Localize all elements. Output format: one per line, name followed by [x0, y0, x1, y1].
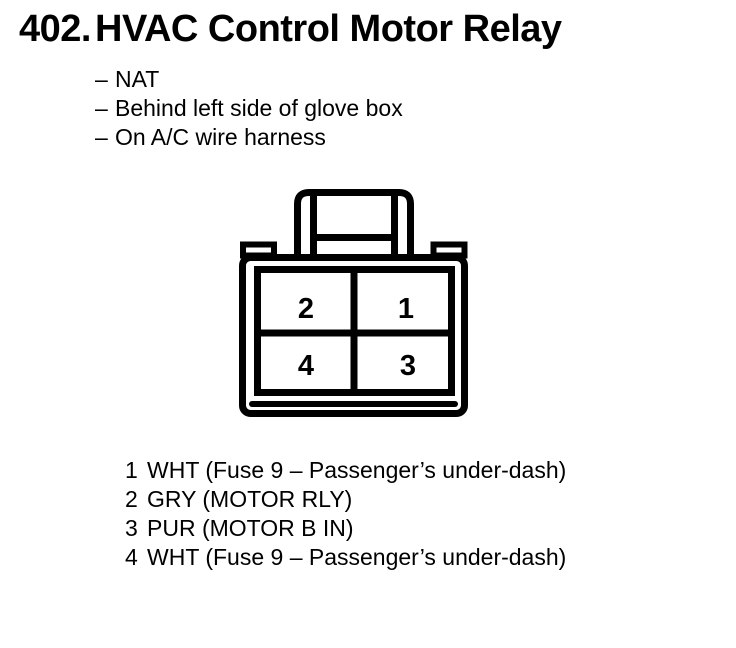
legend-pin-number: 3	[125, 515, 138, 541]
connector-tab-right	[430, 241, 468, 259]
legend-wire-label: PUR (MOTOR B IN)	[147, 515, 354, 541]
legend-wire-label: WHT (Fuse 9 – Passenger’s under-dash)	[147, 544, 567, 570]
pin-label-1: 1	[398, 293, 414, 325]
legend-row-2: 2 GRY (MOTOR RLY)	[125, 485, 566, 514]
note-item-color: – NAT	[95, 65, 403, 94]
note-text: Behind left side of glove box	[115, 95, 403, 121]
legend-pin-number: 2	[125, 486, 138, 512]
legend-row-3: 3 PUR (MOTOR B IN)	[125, 514, 566, 543]
legend-wire-label: GRY (MOTOR RLY)	[147, 486, 353, 512]
legend-row-4: 4 WHT (Fuse 9 – Passenger’s under-dash)	[125, 543, 566, 572]
note-item-location: – Behind left side of glove box	[95, 94, 403, 123]
note-dash: –	[95, 124, 108, 150]
pin-legend: 1 WHT (Fuse 9 – Passenger’s under-dash) …	[125, 456, 566, 572]
note-dash: –	[95, 66, 108, 92]
connector-tab-left	[240, 241, 277, 259]
pin-label-4: 4	[298, 350, 314, 382]
note-text: NAT	[115, 66, 160, 92]
pin-label-2: 2	[298, 293, 314, 325]
legend-pin-number: 4	[125, 544, 138, 570]
legend-row-1: 1 WHT (Fuse 9 – Passenger’s under-dash)	[125, 456, 566, 485]
legend-pin-number: 1	[125, 457, 138, 483]
note-item-harness: – On A/C wire harness	[95, 123, 403, 152]
connector-latch	[294, 189, 414, 260]
note-dash: –	[95, 95, 108, 121]
note-text: On A/C wire harness	[115, 124, 326, 150]
location-notes: – NAT – Behind left side of glove box – …	[95, 65, 403, 152]
legend-wire-label: WHT (Fuse 9 – Passenger’s under-dash)	[147, 457, 567, 483]
pin-label-3: 3	[400, 350, 416, 382]
section-number: 402.	[19, 8, 91, 50]
page-title: HVAC Control Motor Relay	[95, 8, 562, 50]
